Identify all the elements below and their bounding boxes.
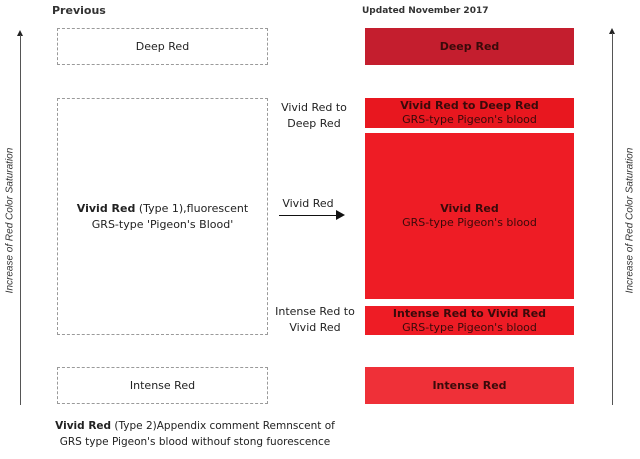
left-axis-arrow-icon xyxy=(17,30,23,36)
right-arrow-icon xyxy=(336,210,345,220)
updated-vivid-to-deep-subtitle: GRS-type Pigeon's blood xyxy=(402,113,537,126)
updated-intense-red-box: Intense Red xyxy=(365,367,574,404)
previous-header: Previous xyxy=(52,4,106,17)
footnote-line2: GRS type Pigeon's blood withouf stong fu… xyxy=(59,436,331,448)
updated-header: Updated November 2017 xyxy=(362,6,489,16)
updated-intense-to-vivid-title: Intense Red to Vivid Red xyxy=(392,306,547,320)
previous-deep-red-box: Deep Red xyxy=(57,28,268,65)
footnote-bold: Vivid Red xyxy=(55,420,112,432)
updated-intense-to-vivid-subtitle: GRS-type Pigeon's blood xyxy=(402,320,537,334)
mid-label-vivid: Vivid Red xyxy=(282,197,334,210)
updated-vivid-red-box: Vivid Red GRS-type Pigeon's blood xyxy=(365,133,574,299)
footnote: Vivid Red (Type 2)Appendix comment Remns… xyxy=(30,418,360,450)
updated-intense-red-title: Intense Red xyxy=(432,378,507,392)
arrow-shaft xyxy=(279,215,337,217)
updated-vivid-red-subtitle: GRS-type Pigeon's blood xyxy=(402,216,537,229)
right-axis-arrow-icon xyxy=(609,28,615,34)
right-axis-label: Increase of Red Color Saturation xyxy=(624,147,636,294)
updated-deep-red-title: Deep Red xyxy=(439,39,500,53)
mid-label-intense-to-vivid: Intense Red to Vivid Red xyxy=(275,305,355,334)
previous-intense-red-box: Intense Red xyxy=(57,367,268,404)
previous-intense-red-label: Intense Red xyxy=(129,379,196,392)
vivid-type1-bold: Vivid Red xyxy=(76,201,136,215)
footnote-rest: (Type 2)Appendix comment Remnscent of xyxy=(111,420,335,432)
updated-deep-red-box: Deep Red xyxy=(365,28,574,65)
previous-vivid-red-type1-box: Vivid Red (Type 1),fluorescent GRS-type … xyxy=(57,98,268,335)
vivid-type1-rest: (Type 1),fluorescent xyxy=(135,201,249,215)
left-axis-label: Increase of Red Color Saturation xyxy=(4,147,16,294)
mid-label-vivid-to-deep: Vivid Red to Deep Red xyxy=(281,101,347,130)
left-axis-line xyxy=(20,35,21,405)
previous-deep-red-label: Deep Red xyxy=(135,40,190,53)
vivid-type1-line2: GRS-type 'Pigeon's Blood' xyxy=(91,217,234,231)
right-axis-line xyxy=(612,33,613,405)
updated-vivid-red-title: Vivid Red xyxy=(440,202,499,215)
updated-vivid-to-deep-box: Vivid Red to Deep Red GRS-type Pigeon's … xyxy=(365,98,574,128)
updated-vivid-to-deep-title: Vivid Red to Deep Red xyxy=(400,99,539,112)
updated-intense-to-vivid-box: Intense Red to Vivid Red GRS-type Pigeon… xyxy=(365,306,574,335)
